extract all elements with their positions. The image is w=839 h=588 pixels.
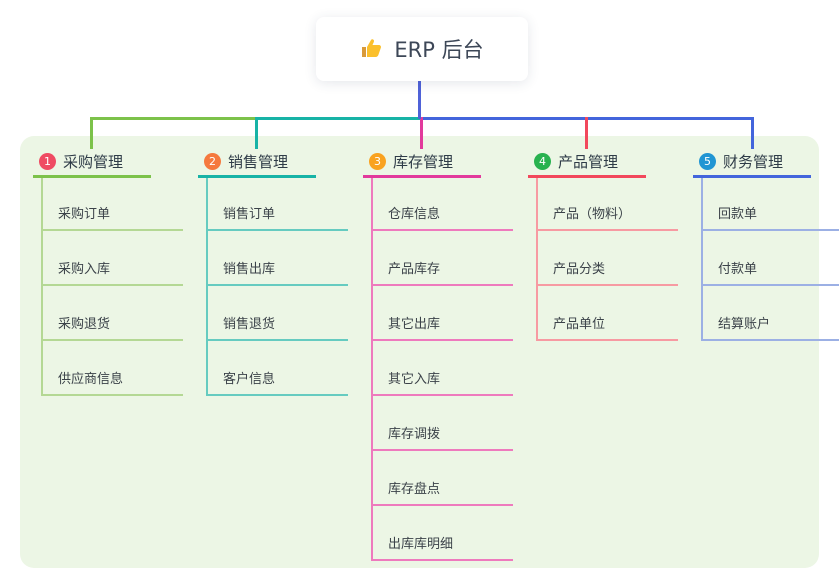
branch-finance: 5 财务管理 回款单 付款单 结算账户 <box>693 148 839 341</box>
child-node[interactable]: 付款单 <box>701 260 839 286</box>
branch-purchase: 1 采购管理 采购订单 采购入库 采购退货 供应商信息 <box>33 148 183 396</box>
branch-product: 4 产品管理 产品（物料） 产品分类 产品单位 <box>528 148 678 341</box>
connector-bus-teal <box>256 117 421 120</box>
branch-inventory-header[interactable]: 3 库存管理 <box>363 148 481 178</box>
child-node[interactable]: 结算账户 <box>701 315 839 341</box>
branch-children: 产品（物料） 产品分类 产品单位 <box>536 205 678 370</box>
branch-purchase-header[interactable]: 1 采购管理 <box>33 148 151 178</box>
branch-label: 库存管理 <box>393 153 454 171</box>
connector-bus-green <box>90 117 256 120</box>
branch-finance-header[interactable]: 5 财务管理 <box>693 148 811 178</box>
child-node[interactable]: 库存盘点 <box>371 480 513 506</box>
branch-label: 产品管理 <box>558 153 619 171</box>
child-node[interactable]: 其它出库 <box>371 315 513 341</box>
child-node[interactable]: 出库库明细 <box>371 535 513 561</box>
root-node[interactable]: ERP 后台 <box>316 17 528 81</box>
child-node[interactable]: 采购入库 <box>41 260 183 286</box>
child-node[interactable]: 回款单 <box>701 205 839 231</box>
connector-drop-product <box>585 117 588 149</box>
branch-vline <box>536 178 538 341</box>
child-node[interactable]: 销售退货 <box>206 315 348 341</box>
branch-label: 财务管理 <box>723 153 784 171</box>
canvas-panel <box>20 136 819 568</box>
root-label: ERP 后台 <box>394 38 484 62</box>
connector-drop-purchase <box>90 117 93 149</box>
child-node[interactable]: 仓库信息 <box>371 205 513 231</box>
child-node[interactable]: 采购退货 <box>41 315 183 341</box>
connector-drop-sales <box>255 117 258 149</box>
child-node[interactable]: 供应商信息 <box>41 370 183 396</box>
connector-root-line <box>418 81 421 119</box>
branch-children: 仓库信息 产品库存 其它出库 其它入库 库存调拨 库存盘点 出库库明细 <box>371 205 513 588</box>
branch-sales: 2 销售管理 销售订单 销售出库 销售退货 客户信息 <box>198 148 348 396</box>
child-node[interactable]: 库存调拨 <box>371 425 513 451</box>
branch-children: 采购订单 采购入库 采购退货 供应商信息 <box>41 205 183 425</box>
badge-1: 1 <box>39 153 56 170</box>
branch-inventory: 3 库存管理 仓库信息 产品库存 其它出库 其它入库 库存调拨 库存盘点 出库库… <box>363 148 513 561</box>
branch-product-header[interactable]: 4 产品管理 <box>528 148 646 178</box>
child-node[interactable]: 采购订单 <box>41 205 183 231</box>
badge-5: 5 <box>699 153 716 170</box>
child-node[interactable]: 产品单位 <box>536 315 678 341</box>
branch-vline <box>41 178 43 396</box>
connector-drop-inventory <box>420 117 423 149</box>
branch-vline <box>701 178 703 341</box>
branch-label: 采购管理 <box>63 153 124 171</box>
badge-4: 4 <box>534 153 551 170</box>
child-node[interactable]: 销售订单 <box>206 205 348 231</box>
branch-vline <box>206 178 208 396</box>
branch-vline <box>371 178 373 561</box>
child-node[interactable]: 产品分类 <box>536 260 678 286</box>
branch-label: 销售管理 <box>228 153 289 171</box>
branch-sales-header[interactable]: 2 销售管理 <box>198 148 316 178</box>
badge-2: 2 <box>204 153 221 170</box>
branch-children: 销售订单 销售出库 销售退货 客户信息 <box>206 205 348 425</box>
thumbs-up-icon <box>360 37 384 61</box>
child-node[interactable]: 其它入库 <box>371 370 513 396</box>
branch-children: 回款单 付款单 结算账户 <box>701 205 839 370</box>
child-node[interactable]: 客户信息 <box>206 370 348 396</box>
badge-3: 3 <box>369 153 386 170</box>
child-node[interactable]: 产品库存 <box>371 260 513 286</box>
connector-drop-finance <box>751 117 754 149</box>
child-node[interactable]: 产品（物料） <box>536 205 678 231</box>
child-node[interactable]: 销售出库 <box>206 260 348 286</box>
